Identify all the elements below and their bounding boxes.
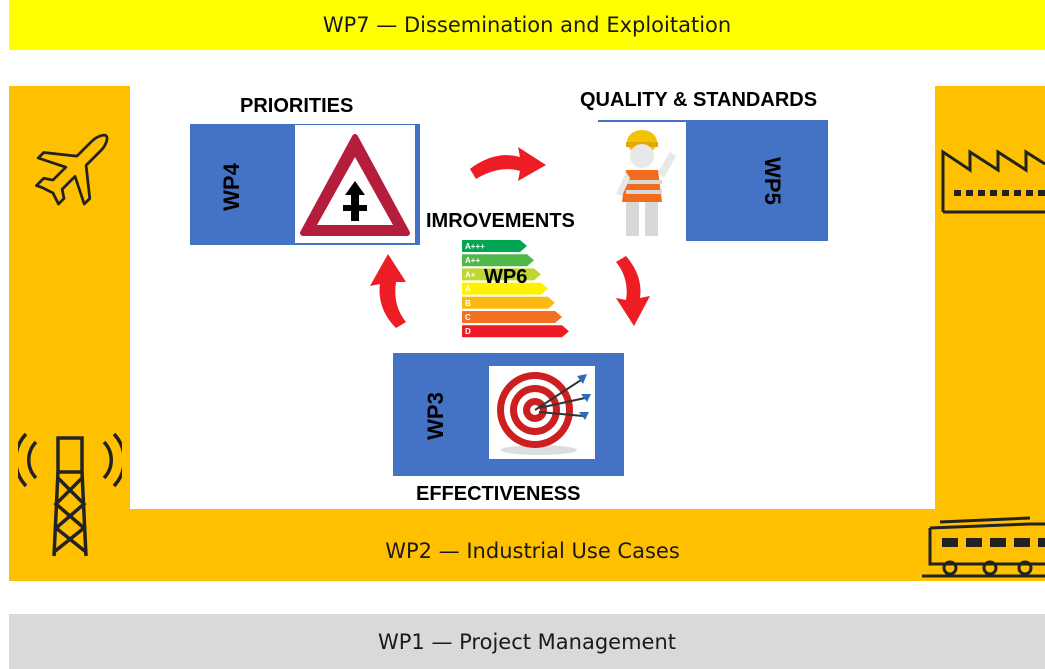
energy-class-bar: A bbox=[462, 282, 548, 295]
factory-icon bbox=[940, 140, 1045, 215]
wp2-label: WP2 — Industrial Use Cases bbox=[385, 539, 680, 563]
quality-heading: QUALITY & STANDARDS bbox=[580, 89, 818, 111]
energy-class-bar: D bbox=[462, 325, 569, 338]
worker-icon bbox=[616, 130, 676, 236]
frame-left bbox=[9, 86, 130, 581]
energy-class-label: A+++ bbox=[465, 242, 485, 251]
effectiveness-heading: EFFECTIVENESS bbox=[416, 483, 581, 505]
energy-class-label: D bbox=[465, 327, 471, 336]
energy-class-label: A++ bbox=[465, 256, 480, 265]
wp6-label: WP6 bbox=[484, 266, 528, 288]
arrow-up bbox=[366, 252, 410, 330]
airplane-icon bbox=[18, 112, 118, 212]
wp5-label: WP5 bbox=[759, 157, 785, 205]
energy-class-bar: B bbox=[462, 296, 555, 309]
priorities-heading: PRIORITIES bbox=[240, 95, 354, 117]
arrow-down bbox=[612, 254, 660, 328]
wp1-band: WP1 — Project Management bbox=[9, 614, 1045, 669]
wp2-band: WP2 — Industrial Use Cases bbox=[130, 531, 935, 571]
warning-sign-tile bbox=[295, 125, 415, 243]
wp7-label: WP7 — Dissemination and Exploitation bbox=[322, 13, 732, 37]
warning-sign-icon bbox=[300, 134, 410, 236]
energy-class-bar: A+++ bbox=[462, 240, 527, 252]
energy-class-bar: A++ bbox=[462, 254, 534, 267]
target-tile bbox=[489, 366, 595, 459]
energy-class-label: B bbox=[465, 299, 471, 308]
wp7-band: WP7 — Dissemination and Exploitation bbox=[9, 0, 1045, 50]
wp4-label: WP4 bbox=[218, 163, 244, 211]
energy-class-bar: C bbox=[462, 311, 562, 323]
target-icon bbox=[497, 372, 591, 455]
wp3-label: WP3 bbox=[422, 392, 448, 440]
train-icon bbox=[920, 516, 1045, 578]
energy-class-label: A+ bbox=[465, 270, 476, 279]
improvements-heading: IMROVEMENTS bbox=[426, 210, 575, 232]
frame-bottom bbox=[9, 509, 1045, 581]
energy-class-bar: A+ bbox=[462, 268, 541, 281]
wp1-label: WP1 — Project Management bbox=[378, 629, 676, 654]
arrow-right bbox=[468, 143, 548, 185]
energy-class-label: C bbox=[465, 313, 471, 322]
radio-tower-icon bbox=[18, 428, 122, 558]
energy-class-label: A bbox=[465, 285, 471, 294]
worker-tile bbox=[598, 122, 686, 241]
